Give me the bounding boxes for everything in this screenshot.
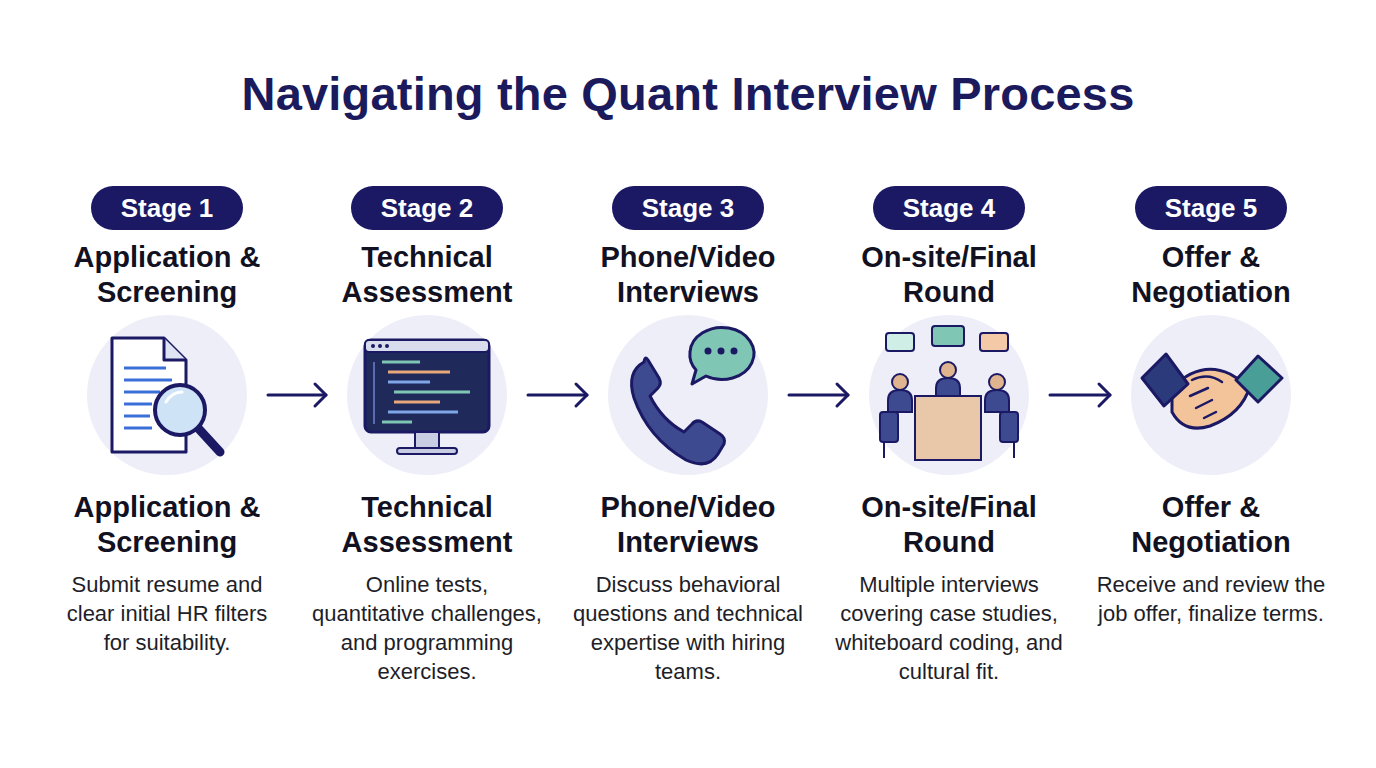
document-icon	[112, 338, 220, 452]
diagram-title: Navigating the Quant Interview Process	[0, 66, 1376, 121]
flow-arrow	[268, 384, 326, 406]
stage-pill: Stage 2	[351, 186, 503, 230]
stage-label: Stage 3	[642, 193, 735, 224]
stage-heading: Phone/Video Interviews	[588, 490, 788, 560]
stage-description: Multiple interviews covering case studie…	[834, 570, 1064, 686]
stage-heading: Technical Assessment	[327, 490, 527, 560]
meeting-icon	[880, 326, 1018, 460]
stage-label: Stage 1	[121, 193, 214, 224]
stage-heading: Offer & Negotiation	[1111, 240, 1311, 310]
stage-circle: Technical AssessmentTechnical Assessment…	[347, 315, 507, 475]
stage-description: Submit resume and clear initial HR filte…	[52, 570, 282, 657]
stage-heading: Technical Assessment	[327, 240, 527, 310]
stage-heading: Application & Screening	[67, 490, 267, 560]
stage-circle: Phone/Video InterviewsPhone/Video Interv…	[608, 315, 768, 475]
stage-circle: Application & ScreeningApplication & Scr…	[87, 315, 247, 475]
flow-arrow	[1050, 384, 1110, 406]
stage-heading: Phone/Video Interviews	[588, 240, 788, 310]
stage-heading: Application & Screening	[67, 240, 267, 310]
stage-circle: Offer & NegotiationOffer & NegotiationRe…	[1131, 315, 1291, 475]
stage-description: Online tests, quantitative challenges, a…	[312, 570, 542, 686]
flow-arrow	[789, 384, 848, 406]
stage-pill: Stage 3	[612, 186, 764, 230]
stage-circle: On-site/Final RoundOn-site/Final RoundMu…	[869, 315, 1029, 475]
stage-label: Stage 2	[381, 193, 474, 224]
stage-heading: On-site/Final Round	[849, 240, 1049, 310]
monitor-icon	[365, 340, 489, 454]
stage-pill: Stage 5	[1135, 186, 1287, 230]
stage-description: Receive and review the job offer, finali…	[1096, 570, 1326, 628]
stage-heading: Offer & Negotiation	[1111, 490, 1311, 560]
handshake-icon	[1142, 354, 1282, 428]
stage-label: Stage 4	[903, 193, 996, 224]
stage-pill: Stage 1	[91, 186, 243, 230]
stage-label: Stage 5	[1165, 193, 1258, 224]
flow-arrow	[528, 384, 587, 406]
stage-pill: Stage 4	[873, 186, 1025, 230]
phone-icon	[632, 327, 754, 463]
stage-heading: On-site/Final Round	[849, 490, 1049, 560]
stage-description: Discuss behavioral questions and technic…	[573, 570, 803, 686]
